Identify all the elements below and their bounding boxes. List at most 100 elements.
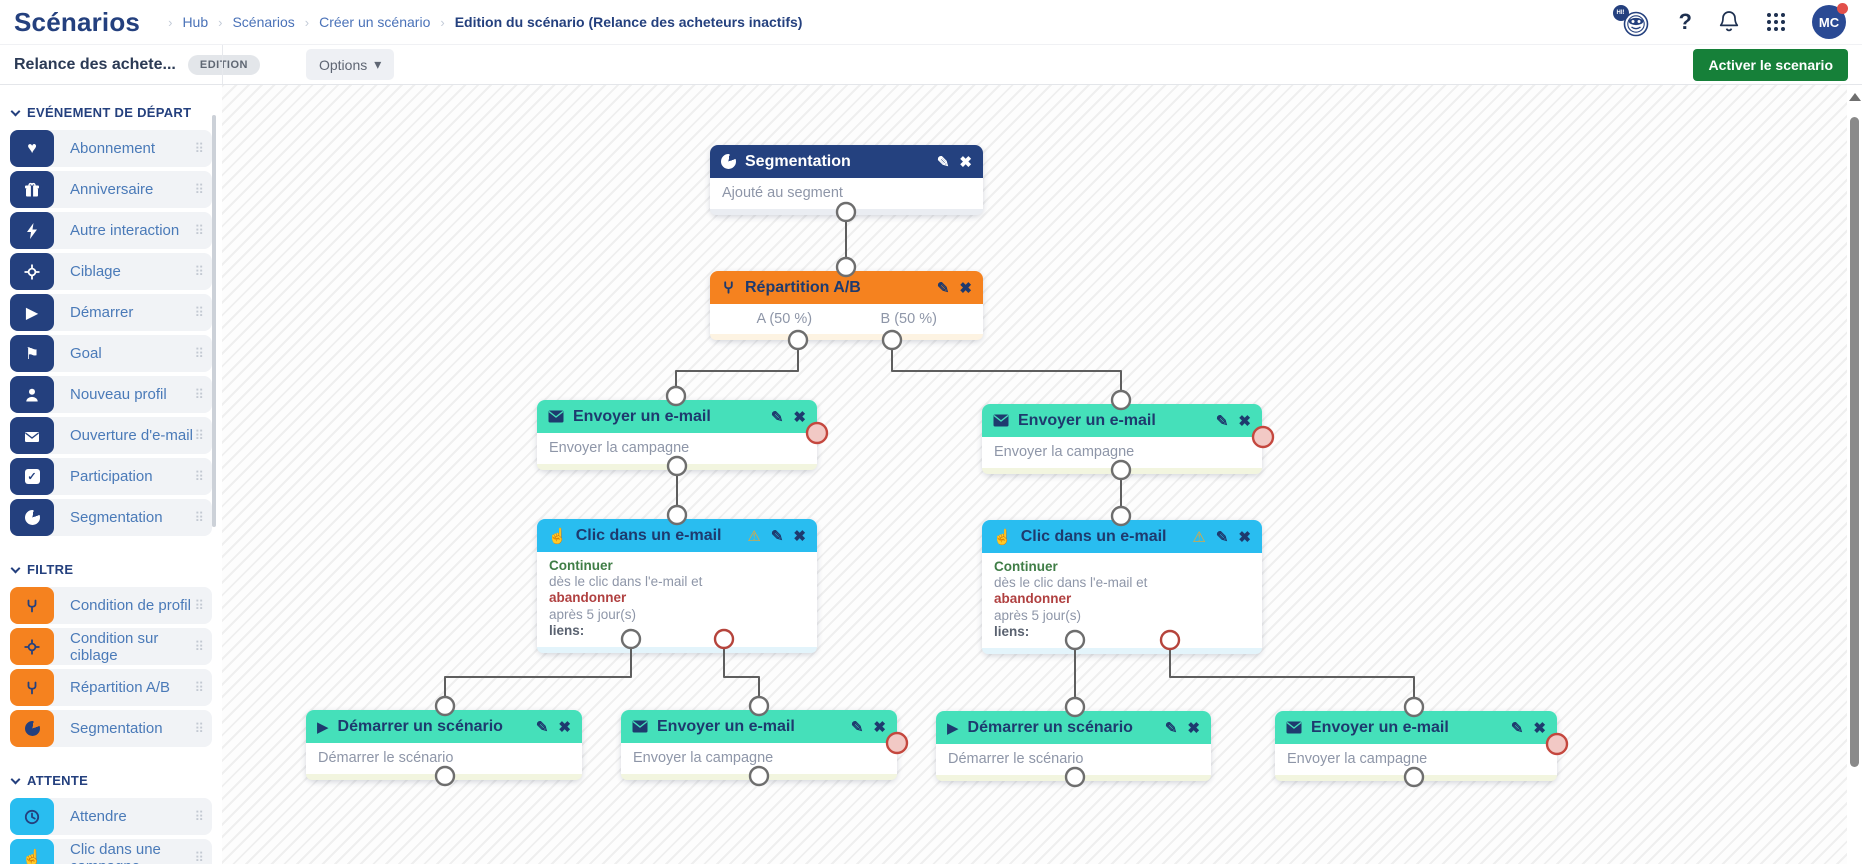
- drag-handle-icon[interactable]: ⠿: [194, 679, 204, 695]
- delete-icon[interactable]: ✖: [1238, 528, 1251, 546]
- node-send-email-left[interactable]: Envoyer un e-mail ✎ ✖ Envoyer la campagn…: [537, 400, 817, 470]
- sidebar-item-ouverture-email[interactable]: Ouverture d'e-mail ⠿: [10, 417, 212, 454]
- node-email-click-left[interactable]: ☝ Clic dans un e-mail ⚠ ✎ ✖ Continuer dè…: [537, 519, 817, 654]
- drag-handle-icon[interactable]: ⠿: [194, 263, 204, 279]
- delete-icon[interactable]: ✖: [959, 153, 972, 171]
- sidebar-item-goal[interactable]: ⚑ Goal ⠿: [10, 335, 212, 372]
- edit-icon[interactable]: ✎: [535, 718, 549, 736]
- edit-icon[interactable]: ✎: [770, 408, 784, 426]
- sidebar-item-clic-campagne[interactable]: ☝ Clic dans une campagne ⠿: [10, 839, 212, 864]
- item-label: Abonnement: [70, 140, 156, 157]
- sidebar-item-anniversaire[interactable]: Anniversaire ⠿: [10, 171, 212, 208]
- node-send-email-right[interactable]: Envoyer un e-mail ✎ ✖ Envoyer la campagn…: [982, 404, 1262, 474]
- delete-icon[interactable]: ✖: [1533, 719, 1546, 737]
- drag-handle-icon[interactable]: ⠿: [194, 427, 204, 443]
- drag-handle-icon[interactable]: ⠿: [194, 468, 204, 484]
- sidebar-item-segmentation[interactable]: Segmentation ⠿: [10, 499, 212, 536]
- sidebar-item-condition-ciblage[interactable]: Condition sur ciblage ⠿: [10, 628, 212, 665]
- scenario-toolbar: Relance des achete... EDITION Options ▾ …: [0, 45, 1862, 85]
- apps-grid-icon[interactable]: [1766, 12, 1786, 32]
- warning-icon[interactable]: ⚠: [1192, 528, 1206, 546]
- item-label: Attendre: [70, 808, 127, 825]
- drag-handle-icon[interactable]: ⠿: [194, 304, 204, 320]
- sidebar-item-condition-profil[interactable]: Condition de profil ⠿: [10, 587, 212, 624]
- breadcrumb: › Hub › Scénarios › Créer un scénario › …: [158, 14, 802, 30]
- delete-icon[interactable]: ✖: [793, 408, 806, 426]
- scroll-up-icon[interactable]: [1849, 93, 1861, 101]
- drag-handle-icon[interactable]: ⠿: [194, 808, 204, 824]
- drag-handle-icon[interactable]: ⠿: [194, 638, 204, 654]
- node-body: Ajouté au segment: [710, 178, 983, 209]
- sidebar-item-ciblage[interactable]: Ciblage ⠿: [10, 253, 212, 290]
- mascot-face-icon: [1623, 11, 1648, 37]
- drag-handle-icon[interactable]: ⠿: [194, 597, 204, 613]
- sidebar-item-demarrer[interactable]: ▶ Démarrer ⠿: [10, 294, 212, 331]
- warning-icon[interactable]: ⚠: [747, 527, 761, 545]
- sidebar-scrollbar[interactable]: [212, 115, 216, 527]
- flow-canvas[interactable]: Segmentation ✎ ✖ Ajouté au segment Répar…: [222, 85, 1847, 864]
- edit-icon[interactable]: ✎: [1215, 412, 1229, 430]
- notification-dot: [1837, 3, 1848, 14]
- node-send-email-bottom-right[interactable]: Envoyer un e-mail ✎ ✖ Envoyer la campagn…: [1275, 711, 1557, 781]
- edit-icon[interactable]: ✎: [936, 279, 950, 297]
- notifications-bell-icon[interactable]: [1718, 10, 1740, 34]
- edit-icon[interactable]: ✎: [1215, 528, 1229, 546]
- condition-text: dès le clic dans l'e-mail et: [549, 574, 703, 590]
- node-start-scenario-right[interactable]: ▶ Démarrer un scénario ✎ ✖ Démarrer le s…: [936, 711, 1211, 781]
- breadcrumb-create-scenario[interactable]: Créer un scénario: [319, 14, 431, 30]
- section-wait[interactable]: ATTENTE: [10, 773, 212, 788]
- branch-icon: [10, 587, 54, 624]
- drag-handle-icon[interactable]: ⠿: [194, 140, 204, 156]
- branch-icon: [10, 669, 54, 706]
- sidebar-item-segmentation-filtre[interactable]: Segmentation ⠿: [10, 710, 212, 747]
- node-title: Clic dans un e-mail: [1020, 527, 1167, 545]
- node-segmentation[interactable]: Segmentation ✎ ✖ Ajouté au segment: [710, 145, 983, 215]
- delete-icon[interactable]: ✖: [558, 718, 571, 736]
- delete-icon[interactable]: ✖: [959, 279, 972, 297]
- section-filter[interactable]: FILTRE: [10, 562, 212, 577]
- sidebar-item-participation[interactable]: ✓ Participation ⠿: [10, 458, 212, 495]
- sidebar-item-repartition-ab[interactable]: Répartition A/B ⠿: [10, 669, 212, 706]
- node-send-email-bottom-left[interactable]: Envoyer un e-mail ✎ ✖ Envoyer la campagn…: [621, 710, 897, 780]
- user-avatar[interactable]: MC: [1812, 3, 1848, 39]
- envelope-open-icon: [10, 417, 54, 454]
- section-start-events[interactable]: EVÉNEMENT DE DÉPART: [10, 105, 212, 120]
- delete-icon[interactable]: ✖: [1187, 719, 1200, 737]
- node-email-click-right[interactable]: ☝ Clic dans un e-mail ⚠ ✎ ✖ Continuer dè…: [982, 520, 1262, 655]
- activate-scenario-button[interactable]: Activer le scenario: [1693, 48, 1848, 81]
- edit-icon[interactable]: ✎: [1510, 719, 1524, 737]
- delete-icon[interactable]: ✖: [873, 718, 886, 736]
- drag-handle-icon[interactable]: ⠿: [194, 181, 204, 197]
- help-icon[interactable]: ?: [1678, 9, 1692, 34]
- node-ab-split[interactable]: Répartition A/B ✎ ✖ A (50 %) B (50 %): [710, 271, 983, 340]
- drag-handle-icon[interactable]: ⠿: [194, 720, 204, 736]
- canvas-scrollbar[interactable]: [1847, 85, 1862, 864]
- condition-text: dès le clic dans l'e-mail et: [994, 575, 1148, 591]
- node-footer: [982, 468, 1262, 474]
- sidebar-item-attendre[interactable]: Attendre ⠿: [10, 798, 212, 835]
- sidebar-item-abonnement[interactable]: ♥ Abonnement ⠿: [10, 130, 212, 167]
- delete-icon[interactable]: ✖: [1238, 412, 1251, 430]
- drag-handle-icon[interactable]: ⠿: [194, 386, 204, 402]
- options-button[interactable]: Options ▾: [305, 49, 395, 80]
- sidebar-item-nouveau-profil[interactable]: Nouveau profil ⠿: [10, 376, 212, 413]
- assistant-mascot-icon[interactable]: HI!: [1612, 5, 1653, 39]
- edit-icon[interactable]: ✎: [936, 153, 950, 171]
- breadcrumb-scenarios[interactable]: Scénarios: [232, 14, 295, 30]
- scrollbar-thumb[interactable]: [1850, 117, 1859, 767]
- drag-handle-icon[interactable]: ⠿: [194, 345, 204, 361]
- node-body: Démarrer le scénario: [306, 743, 582, 774]
- node-title: Démarrer un scénario: [337, 717, 503, 735]
- edit-icon[interactable]: ✎: [1164, 719, 1178, 737]
- delay-text: après 5 jour(s): [994, 607, 1082, 623]
- chevron-right-icon: ›: [304, 14, 310, 30]
- drag-handle-icon[interactable]: ⠿: [194, 509, 204, 525]
- node-start-scenario-left[interactable]: ▶ Démarrer un scénario ✎ ✖ Démarrer le s…: [306, 710, 582, 780]
- sidebar-item-autre-interaction[interactable]: Autre interaction ⠿: [10, 212, 212, 249]
- drag-handle-icon[interactable]: ⠿: [194, 222, 204, 238]
- edit-icon[interactable]: ✎: [770, 527, 784, 545]
- breadcrumb-hub[interactable]: Hub: [182, 14, 209, 30]
- edit-icon[interactable]: ✎: [850, 718, 864, 736]
- delete-icon[interactable]: ✖: [793, 527, 806, 545]
- drag-handle-icon[interactable]: ⠿: [194, 849, 204, 864]
